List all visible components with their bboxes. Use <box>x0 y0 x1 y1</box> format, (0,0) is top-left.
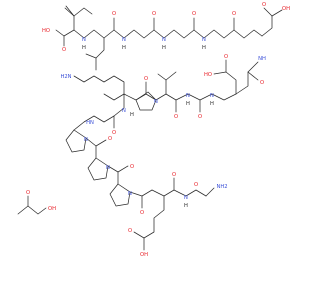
atom-nh-asp: NH <box>258 56 266 62</box>
atom-o-gly-carbonyl: O <box>152 11 156 17</box>
atom-h2n-lys: H2N <box>60 74 71 80</box>
atom-o-pro3-carbonyl: O <box>140 210 144 216</box>
atom-h-glu-gly: H <box>184 203 188 209</box>
atom-o-ala-carbonyl: O <box>232 11 236 17</box>
atom-n-glu-gly: N <box>184 195 188 201</box>
atom-o-leu-carbonyl: O <box>112 11 116 17</box>
atom-n-leu-gly: N <box>122 37 126 43</box>
atom-h-gly-ala: H <box>202 45 206 51</box>
atom-h-ala-asp: H <box>210 101 214 107</box>
atom-o-gly3-carbonyl: O <box>112 130 116 136</box>
atom-n-pro2-ring: N <box>106 165 110 171</box>
atom-o-pro-carbonyl: O <box>174 114 178 120</box>
atom-h-val-leu: H <box>82 45 86 51</box>
atom-n-pro-ring: N <box>154 99 158 105</box>
atom-n-pro3-ring: N <box>128 191 132 197</box>
atom-o-pro1-carbonyl: O <box>108 136 112 142</box>
atom-n-gly-gly: N <box>162 37 166 43</box>
atom-o-glu-carbonyl: O <box>172 172 176 178</box>
atom-n-pro-ala: N <box>186 93 190 99</box>
atom-n-val-leu: N <box>82 37 86 43</box>
atom-oh-acetic: OH <box>48 206 56 212</box>
bond-skeleton <box>17 5 283 251</box>
atom-o-val-carbonyl: O <box>62 47 66 53</box>
atom-n-ala-asp: N <box>210 93 214 99</box>
atom-labels: HO O N H O N H O N H O N H O O OH NH O O… <box>26 2 290 258</box>
atom-o-val-hydroxyl: HO <box>42 28 50 34</box>
atom-nh2-gly-end: NH2 <box>216 184 227 190</box>
atom-h-gly-gly: H <box>162 45 166 51</box>
atom-h-pro-ala: H <box>186 101 190 107</box>
atom-o-glu-acid: O <box>128 228 132 234</box>
atom-n-pro1-ring: N <box>84 137 88 143</box>
atom-o-ala2-carbonyl: O <box>198 114 202 120</box>
atom-oh-asp-acid: OH <box>282 6 290 12</box>
atom-o-acetic-carbonyl: O <box>26 190 30 196</box>
atom-o-asp2-carbonyl: O <box>224 54 228 60</box>
atom-o-asp-carbonyl: O <box>260 80 264 86</box>
atom-o-asp-acid: O <box>262 2 266 8</box>
atom-o-gly2-carbonyl: O <box>192 11 196 17</box>
molecule-structure: HO O N H O N H O N H O N H O O OH NH O O… <box>17 2 290 258</box>
atom-h-leu-gly: H <box>122 45 126 51</box>
atom-oh-glu-acid: OH <box>140 252 148 258</box>
atom-o-pro2-carbonyl: O <box>130 164 134 170</box>
atom-n-gly-ala: N <box>202 37 206 43</box>
atom-h-lys-gly: H <box>130 112 134 118</box>
atom-ho-asp2-acid: HO <box>204 72 212 78</box>
structure-canvas: HO O N H O N H O N H O N H O O OH NH O O… <box>17 2 290 258</box>
atom-o-gly-end-carbonyl: O <box>194 182 198 188</box>
atom-o-lys-carbonyl: O <box>144 76 148 82</box>
atom-n-lys-gly: N <box>122 108 126 114</box>
atom-hn-gly3: HN <box>86 120 94 126</box>
